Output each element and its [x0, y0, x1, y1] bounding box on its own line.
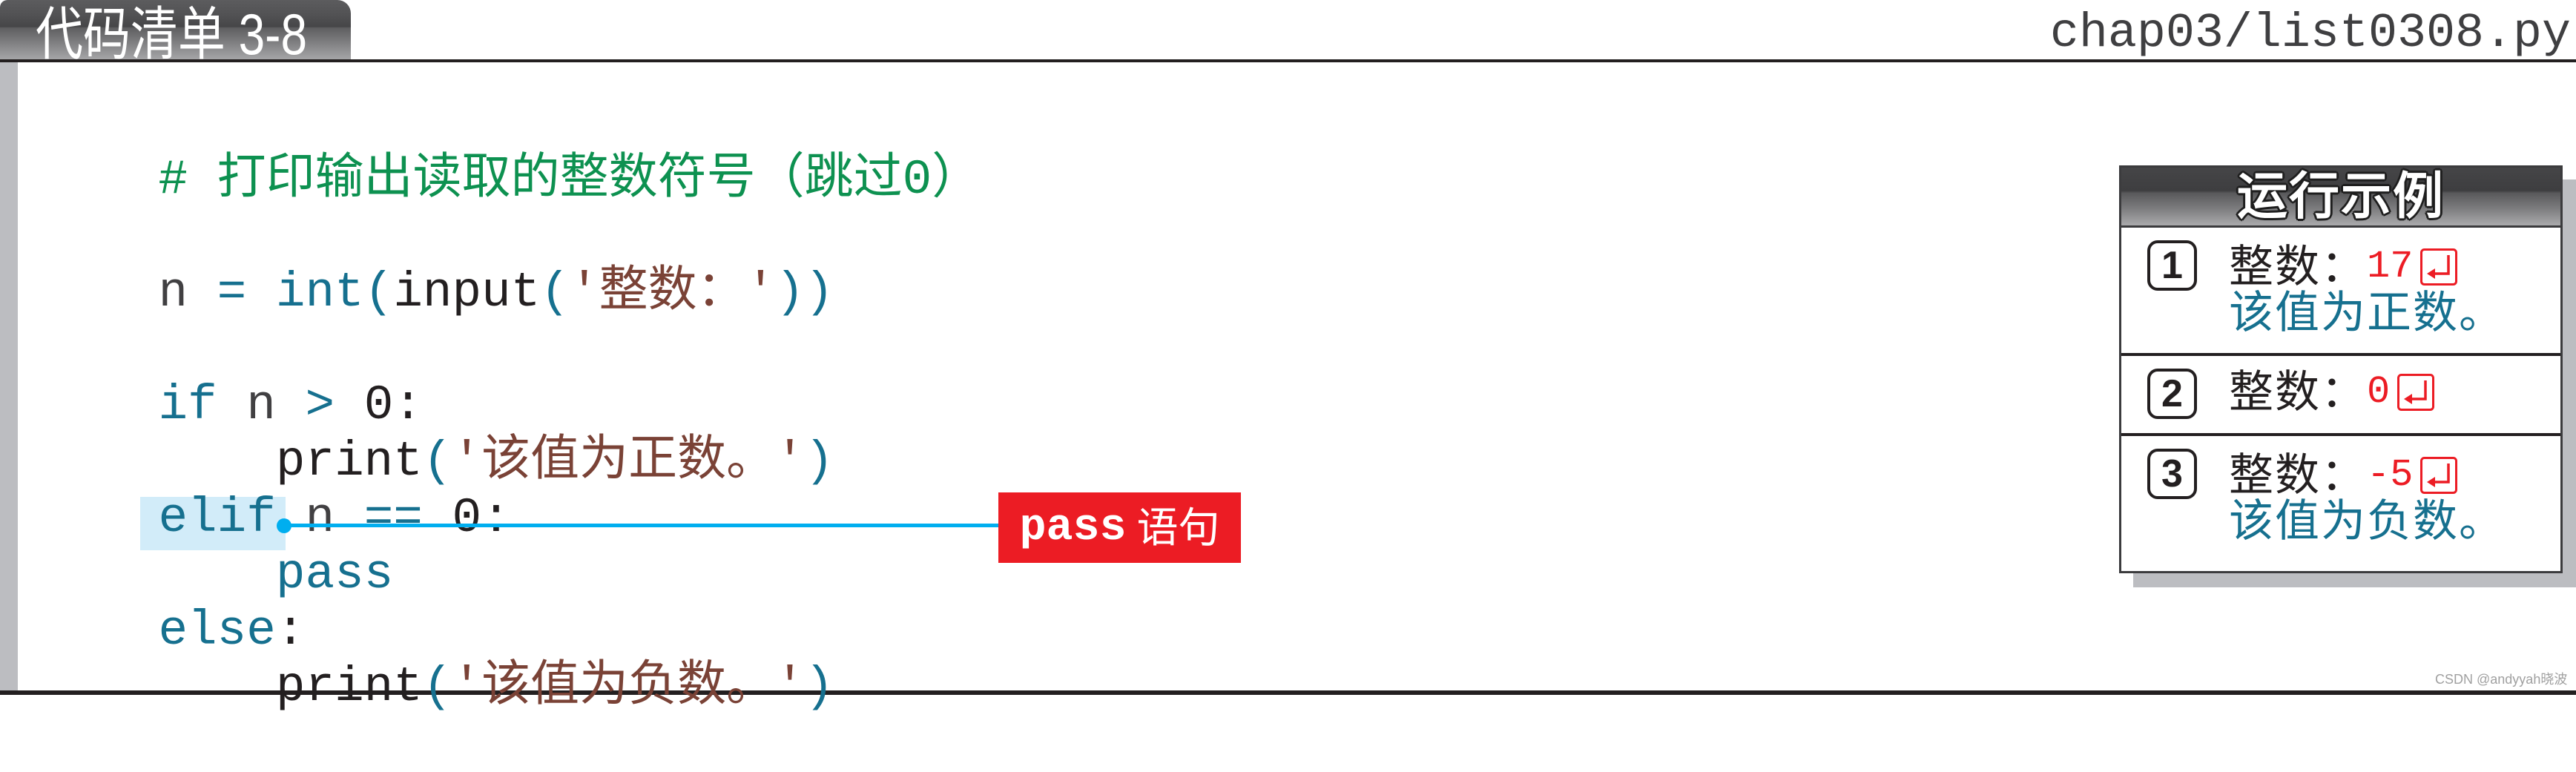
code-token-paren: (: [422, 434, 452, 489]
code-line: if n > 0:: [41, 321, 981, 433]
code-token-colon: :: [275, 603, 306, 659]
top-rule: [0, 59, 2576, 62]
code-token-operator: >: [305, 377, 364, 433]
run-number: 2: [2161, 372, 2183, 415]
code-line: else:: [41, 547, 981, 659]
run-example-panel: 运行示例 1 整数：17 该值为正数。 2 整数：0 3 整数：-5: [2119, 165, 2563, 573]
pass-highlight: [140, 497, 286, 550]
code-token-indent: [158, 547, 275, 602]
code-token-keyword: elif: [158, 490, 306, 546]
code-line: print('该值为正数。'): [41, 377, 981, 489]
run-input-line: 整数：0: [2229, 367, 2435, 417]
run-prompt: 整数：: [2229, 367, 2367, 417]
run-transcript: 整数：0: [2229, 367, 2435, 417]
code-token-string: '该值为负数。': [452, 659, 805, 715]
run-prompt: 整数：: [2229, 242, 2367, 291]
bottom-rule: [0, 690, 2576, 695]
run-output-line: 该值为正数。: [2229, 288, 2505, 337]
code-token-paren: (: [540, 265, 570, 320]
code-listing: # 打印输出读取的整数符号（跳过0） n = int(input('整数：'))…: [41, 96, 981, 715]
run-example-row: 2 整数：0: [2121, 356, 2560, 436]
annotation-connector-line: [284, 524, 998, 527]
run-input-line: 整数：17: [2229, 244, 2505, 290]
run-transcript: 整数：17 该值为正数。: [2229, 244, 2505, 336]
file-path: chap03/list0308.py: [2049, 6, 2571, 61]
run-example-row: 3 整数：-5 该值为负数。: [2121, 436, 2560, 571]
run-input-value: -5: [2367, 453, 2414, 497]
code-gutter: [0, 62, 18, 690]
code-token-paren: ): [804, 434, 834, 489]
code-line: n = int(input('整数：')): [41, 208, 981, 320]
code-token-number: 0:: [452, 490, 511, 546]
listing-title: 代码清单 3-8: [36, 1, 308, 59]
listing-tab: 代码清单 3-8: [0, 0, 351, 59]
code-token-operator: ==: [363, 490, 452, 546]
code-token-identifier: n: [305, 490, 364, 546]
code-token-keyword: else: [158, 603, 276, 659]
run-input-value: 17: [2367, 245, 2414, 288]
run-prompt: 整数：: [2229, 450, 2367, 500]
code-token-pass-keyword: pass: [275, 547, 394, 602]
connector-dot-icon: [277, 518, 291, 533]
run-input-value: 0: [2367, 370, 2391, 414]
run-transcript: 整数：-5 该值为负数。: [2229, 452, 2505, 544]
run-number-badge: 1: [2147, 240, 2197, 291]
code-line: pass: [41, 490, 981, 602]
watermark: CSDN @andyyah晓波: [2435, 672, 2568, 687]
annotation-label: pass 语句: [998, 492, 1241, 563]
code-token-operator: =: [217, 265, 276, 320]
run-number-badge: 2: [2147, 369, 2197, 419]
run-output-line: 该值为负数。: [2229, 496, 2505, 546]
enter-key-icon: [2397, 374, 2435, 411]
code-token-keyword: int(: [275, 265, 394, 320]
annotation-code: pass: [1019, 502, 1127, 553]
code-token-builtin: input: [393, 265, 541, 320]
run-example-row: 1 整数：17 该值为正数。: [2121, 228, 2560, 356]
code-token-string: '整数：': [569, 265, 776, 320]
run-number-badge: 3: [2147, 449, 2197, 499]
code-token-paren: )): [775, 265, 834, 320]
run-input-line: 整数：-5: [2229, 452, 2505, 498]
code-comment: # 打印输出读取的整数符号（跳过0）: [158, 152, 981, 208]
code-token-keyword: if: [158, 377, 247, 433]
code-token-paren: ): [804, 659, 834, 715]
code-line: # 打印输出读取的整数符号（跳过0）: [41, 96, 981, 208]
code-token-identifier: n: [246, 377, 306, 433]
run-number: 3: [2161, 452, 2183, 495]
run-example-header: 运行示例: [2121, 168, 2560, 228]
run-example-title: 运行示例: [2236, 168, 2445, 225]
code-token-paren: (: [422, 659, 452, 715]
annotation-text: 语句: [1136, 504, 1220, 551]
code-line: elif n == 0:: [41, 434, 981, 546]
enter-key-icon: [2420, 248, 2458, 286]
run-number: 1: [2161, 244, 2183, 287]
code-token-string: '该值为正数。': [452, 434, 805, 489]
enter-key-icon: [2420, 457, 2458, 494]
code-token-number: 0:: [363, 377, 423, 433]
code-token-builtin: print: [158, 434, 423, 489]
code-token-builtin: print: [158, 659, 423, 715]
code-token-identifier: n: [158, 265, 217, 320]
